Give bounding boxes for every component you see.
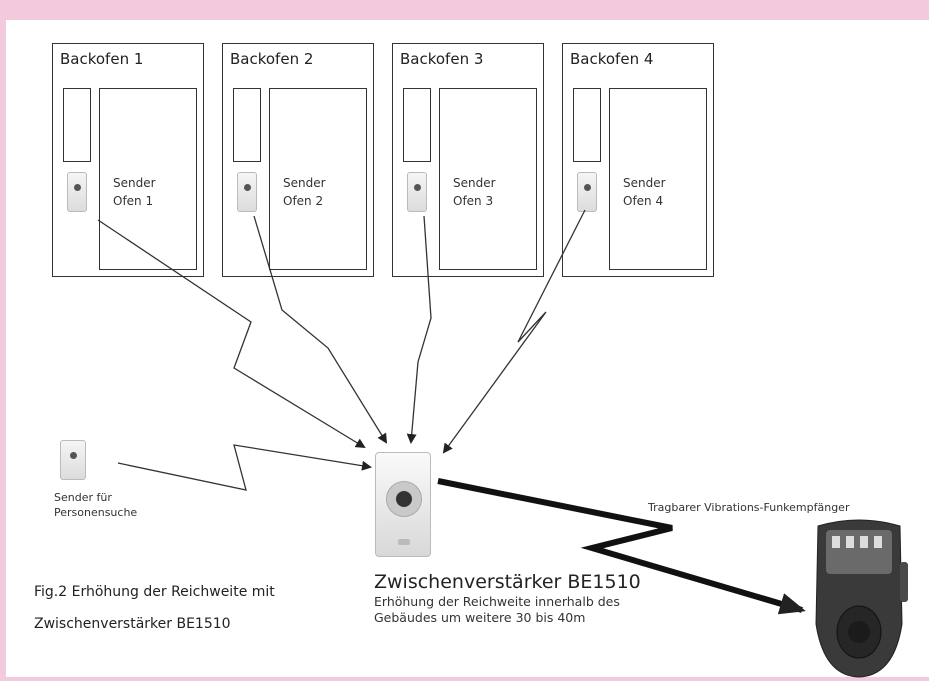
repeater-description-line1: Erhöhung der Reichweite innerhalb des xyxy=(374,594,620,609)
oven-door xyxy=(99,88,197,270)
oven-control-panel xyxy=(233,88,261,162)
signal-arrow-oven-4 xyxy=(442,209,586,454)
figure-caption: Fig.2 Erhöhung der Reichweite mit Zwisch… xyxy=(34,576,275,640)
signal-arrow-oven-3 xyxy=(406,215,432,444)
oven-title: Backofen 4 xyxy=(570,50,654,68)
repeater-description-line2: Gebäudes um weitere 30 bis 40m xyxy=(374,610,586,625)
repeater-description: Erhöhung der Reichweite innerhalb des Ge… xyxy=(374,594,620,626)
oven-door xyxy=(439,88,537,270)
sender-label: Sender Ofen 2 xyxy=(283,174,326,210)
person-sender-label-line1: Sender für xyxy=(54,491,112,504)
sender-label-line2: Ofen 3 xyxy=(453,194,494,208)
sender-label-line1: Sender xyxy=(453,176,496,190)
radio-signal-arrows xyxy=(97,209,806,615)
signal-arrow-person-sender xyxy=(117,444,372,491)
figure-caption-line2: Zwischenverstärker BE1510 xyxy=(34,616,231,632)
sender-device-icon xyxy=(67,172,87,212)
sender-label: Sender Ofen 1 xyxy=(113,174,156,210)
oven-door xyxy=(269,88,367,270)
oven-title: Backofen 2 xyxy=(230,50,314,68)
receiver-label: Tragbarer Vibrations-Funkempfänger xyxy=(648,501,850,514)
person-sender-device-icon xyxy=(60,440,86,480)
signal-arrow-oven-1 xyxy=(97,219,366,449)
sender-device-icon xyxy=(577,172,597,212)
sender-label-line1: Sender xyxy=(283,176,326,190)
figure-caption-line1: Fig.2 Erhöhung der Reichweite mit xyxy=(34,584,275,600)
repeater-device-icon xyxy=(375,452,431,557)
diagram-canvas: Backofen 1 Sender Ofen 1 Backofen 2 Send… xyxy=(6,20,929,678)
sender-label-line2: Ofen 2 xyxy=(283,194,324,208)
person-sender-label: Sender für Personensuche xyxy=(54,490,137,520)
sender-label: Sender Ofen 4 xyxy=(623,174,666,210)
oven-box-2: Backofen 2 Sender Ofen 2 xyxy=(222,43,374,277)
oven-door xyxy=(609,88,707,270)
signal-arrow-to-receiver xyxy=(437,478,806,615)
repeater-title: Zwischenverstärker BE1510 xyxy=(374,571,641,593)
sender-label-line1: Sender xyxy=(623,176,666,190)
sender-label-line1: Sender xyxy=(113,176,156,190)
person-sender-label-line2: Personensuche xyxy=(54,506,138,519)
oven-control-panel xyxy=(63,88,91,162)
signal-arrow-oven-2 xyxy=(253,215,388,444)
oven-box-1: Backofen 1 Sender Ofen 1 xyxy=(52,43,204,277)
sender-device-icon xyxy=(407,172,427,212)
oven-box-4: Backofen 4 Sender Ofen 4 xyxy=(562,43,714,277)
oven-box-3: Backofen 3 Sender Ofen 3 xyxy=(392,43,544,277)
receiver-device-icon xyxy=(815,519,908,678)
sender-label-line2: Ofen 4 xyxy=(623,194,664,208)
sender-label: Sender Ofen 3 xyxy=(453,174,496,210)
oven-control-panel xyxy=(403,88,431,162)
sender-label-line2: Ofen 1 xyxy=(113,194,154,208)
oven-title: Backofen 3 xyxy=(400,50,484,68)
oven-title: Backofen 1 xyxy=(60,50,144,68)
sender-device-icon xyxy=(237,172,257,212)
oven-control-panel xyxy=(573,88,601,162)
